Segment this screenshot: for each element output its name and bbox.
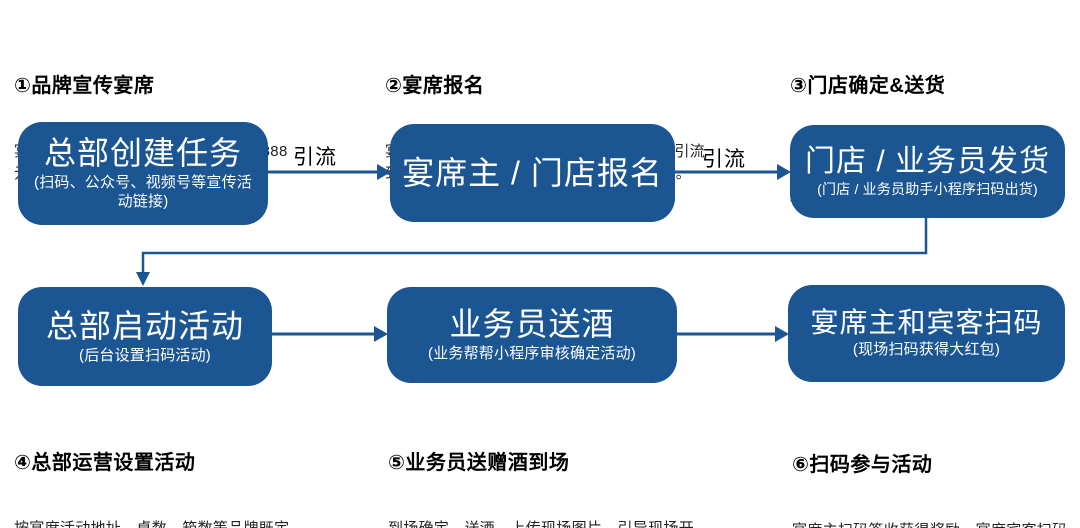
step-6-heading: ⑥扫码参与活动 xyxy=(792,454,933,476)
flow-box-hq-create-task: 总部创建任务 (扫码、公众号、视频号等宣传活 动链接) xyxy=(18,122,268,225)
step-6-body: 宴席主扫码签收获得奖励。宴席宾客扫码 赢大奖。后台根据宾客实际开瓶扫码情况 自动… xyxy=(792,520,1067,528)
flow-box-host-store-signup-title: 宴席主 / 门店报名 xyxy=(402,154,663,191)
flow-box-hq-launch-activity-title: 总部启动活动 xyxy=(45,307,244,344)
flow-box-salesman-deliver-wine: 业务员送酒 (业务帮帮小程序审核确定活动) xyxy=(387,287,677,383)
step-5-note: ⑤业务员送赠酒到场 到场确定，送酒，上传现场图片，引导现场开 瓶扫码。 xyxy=(388,410,694,528)
arrowhead-box3-to-box4 xyxy=(136,272,150,286)
flow-box-hq-create-task-subtitle: (扫码、公众号、视频号等宣传活 动链接) xyxy=(34,174,252,210)
flow-box-salesman-deliver-wine-subtitle: (业务帮帮小程序审核确定活动) xyxy=(428,345,636,363)
step-4-body: 按宴席活动地址、桌数、箱数等品牌既定 策略设置扫码活动。 xyxy=(14,518,289,528)
flow-box-host-guest-scan-subtitle: (现场扫码获得大红包) xyxy=(852,341,1001,359)
flow-box-host-guest-scan-title: 宴席主和宾客扫码 xyxy=(810,307,1043,339)
step-5-heading: ⑤业务员送赠酒到场 xyxy=(388,452,570,474)
step-2-heading: ②宴席报名 xyxy=(385,75,485,97)
step-4-note: ④总部运营设置活动 按宴席活动地址、桌数、箱数等品牌既定 策略设置扫码活动。 xyxy=(14,410,289,528)
step-1-heading: ①品牌宣传宴席 xyxy=(14,75,155,97)
arrowhead-box4-to-box5 xyxy=(374,326,388,342)
flow-box-store-salesman-ship-title: 门店 / 业务员发货 xyxy=(804,144,1050,178)
flow-box-hq-launch-activity: 总部启动活动 (后台设置扫码活动) xyxy=(18,287,272,386)
step-5-body: 到场确定，送酒，上传现场图片，引导现场开 瓶扫码。 xyxy=(388,518,694,528)
step-6-note: ⑥扫码参与活动 宴席主扫码签收获得奖励。宴席宾客扫码 赢大奖。后台根据宾客实际开… xyxy=(792,412,1067,528)
arrowhead-box2-to-box3 xyxy=(777,164,791,180)
flow-box-hq-create-task-title: 总部创建任务 xyxy=(43,135,242,172)
arrowhead-box5-to-box6 xyxy=(775,326,789,342)
flow-box-host-store-signup: 宴席主 / 门店报名 xyxy=(390,124,675,222)
flow-box-salesman-deliver-wine-title: 业务员送酒 xyxy=(449,306,615,343)
arrow-label-yinliu-2: 引流 xyxy=(702,148,746,171)
flow-box-store-salesman-ship: 门店 / 业务员发货 (门店 / 业务员助手小程序扫码出货) xyxy=(790,125,1065,218)
flow-box-hq-launch-activity-subtitle: (后台设置扫码活动) xyxy=(79,346,211,364)
flow-box-host-guest-scan: 宴席主和宾客扫码 (现场扫码获得大红包) xyxy=(788,285,1065,382)
step-3-heading: ③门店确定&送货 xyxy=(790,75,946,97)
step-4-heading: ④总部运营设置活动 xyxy=(14,452,196,474)
flow-box-store-salesman-ship-subtitle: (门店 / 业务员助手小程序扫码出货) xyxy=(817,181,1038,197)
arrow-label-yinliu-1: 引流 xyxy=(293,146,337,169)
